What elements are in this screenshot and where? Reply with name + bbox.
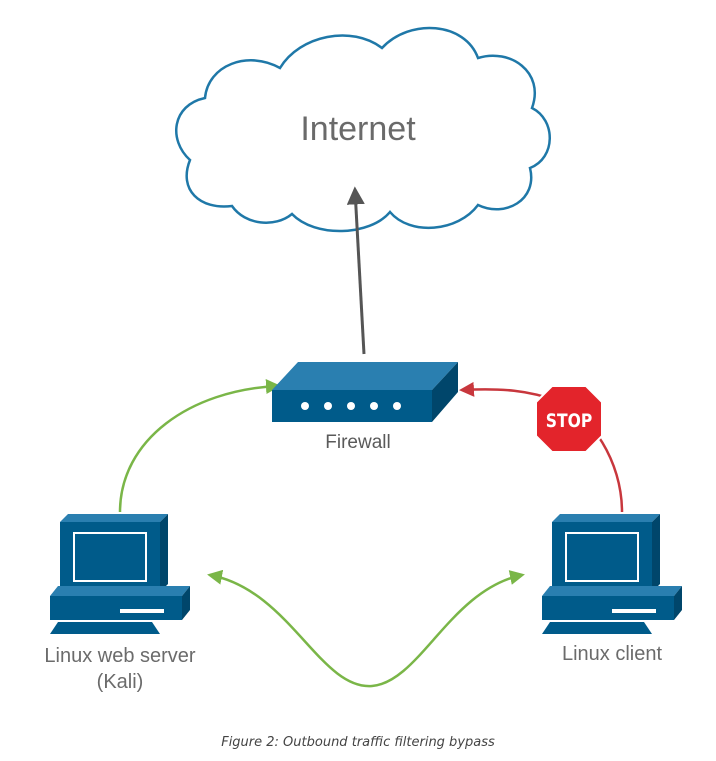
arrow-server-to-firewall	[118, 379, 281, 513]
web-server-label-line1: Linux web server	[44, 645, 196, 667]
firewall-label: Firewall	[325, 432, 391, 453]
arrow-firewall-to-internet	[346, 186, 366, 355]
cloud-icon	[175, 26, 551, 233]
computer-icon	[50, 514, 190, 634]
stop-sign-icon: STOP	[535, 385, 603, 453]
web-server-label: Linux web server (Kali)	[20, 643, 220, 695]
stop-sign-text: STOP	[546, 411, 593, 433]
web-server-label-line2: (Kali)	[96, 671, 144, 693]
computer-icon	[542, 514, 682, 634]
figure-caption: Figure 2: Outbound traffic filtering byp…	[221, 735, 495, 750]
internet-label: Internet	[300, 110, 416, 148]
firewall-icon	[272, 362, 458, 422]
client-label: Linux client	[561, 643, 663, 665]
arrow-server-client-link	[207, 569, 525, 688]
